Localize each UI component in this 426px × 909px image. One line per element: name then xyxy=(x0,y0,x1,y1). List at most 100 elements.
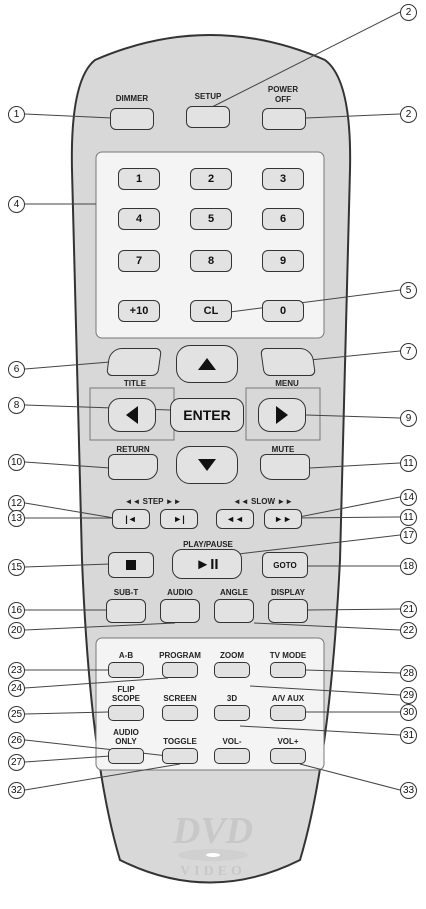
leader-line xyxy=(249,685,401,696)
left-button[interactable] xyxy=(108,398,156,432)
keypad-button-6[interactable]: 6 xyxy=(262,208,304,230)
angle-button[interactable] xyxy=(214,599,254,623)
3d-button[interactable] xyxy=(214,705,250,721)
vol-minus-button[interactable] xyxy=(214,748,250,764)
zoom-button[interactable] xyxy=(214,662,250,678)
triangle-down-icon xyxy=(198,459,216,471)
enter-button[interactable]: ENTER xyxy=(170,398,244,432)
leader-line xyxy=(305,414,401,419)
callout-2: 2 xyxy=(400,4,417,21)
callout-32: 32 xyxy=(8,782,25,799)
display-button[interactable] xyxy=(268,599,308,623)
right-button[interactable] xyxy=(258,398,306,432)
callout-7: 7 xyxy=(400,343,417,360)
callout-8: 8 xyxy=(8,397,25,414)
program-label: PROGRAM xyxy=(159,651,201,660)
leader-line xyxy=(24,622,176,631)
leader-line xyxy=(24,113,113,119)
dimmer-label: DIMMER xyxy=(115,94,149,103)
callout-15: 15 xyxy=(8,559,25,576)
power-off-button[interactable] xyxy=(262,108,306,130)
screen-button[interactable] xyxy=(162,705,198,721)
callout-10: 10 xyxy=(8,454,25,471)
callout-18: 18 xyxy=(400,558,417,575)
callout-leader-lines xyxy=(24,11,401,791)
sub-t-button[interactable] xyxy=(106,599,146,623)
flip-scope-button[interactable] xyxy=(108,705,144,721)
keypad-button-plus10[interactable]: +10 xyxy=(118,300,160,322)
callout-31: 31 xyxy=(400,727,417,744)
program-button[interactable] xyxy=(162,662,198,678)
callout-20: 20 xyxy=(8,622,25,639)
callout-28: 28 xyxy=(400,665,417,682)
power-label: POWER xyxy=(267,85,299,94)
keypad-button-2[interactable]: 2 xyxy=(190,168,232,190)
audio-only-button[interactable] xyxy=(108,748,144,764)
enter-label: ENTER xyxy=(183,407,231,423)
keypad-button-0[interactable]: 0 xyxy=(262,300,304,322)
keypad-button-CL[interactable]: CL xyxy=(190,300,232,322)
menu-button[interactable] xyxy=(260,348,316,376)
audio-only-label-1: AUDIO xyxy=(113,728,139,737)
ab-label: A-B xyxy=(118,651,134,660)
callout-1: 1 xyxy=(8,106,25,123)
leader-line xyxy=(24,502,115,519)
leader-line xyxy=(305,669,401,674)
stop-square-icon xyxy=(126,560,136,570)
next-button[interactable]: ►| xyxy=(160,509,198,529)
slow-label: ◄◄ SLOW ►► xyxy=(232,497,294,506)
leader-line xyxy=(24,361,111,370)
mute-button[interactable] xyxy=(260,454,310,480)
callout-2: 2 xyxy=(400,106,417,123)
play-pause-label: PLAY/PAUSE xyxy=(183,540,233,549)
title-button[interactable] xyxy=(106,348,162,376)
keypad-button-7[interactable]: 7 xyxy=(118,250,160,272)
display-label: DISPLAY xyxy=(271,588,305,597)
stop-button[interactable] xyxy=(108,552,154,578)
keypad-button-8[interactable]: 8 xyxy=(190,250,232,272)
angle-label: ANGLE xyxy=(220,588,248,597)
keypad-button-3[interactable]: 3 xyxy=(262,168,304,190)
callout-24: 24 xyxy=(8,680,25,697)
keypad-button-4[interactable]: 4 xyxy=(118,208,160,230)
audio-button[interactable] xyxy=(160,599,200,623)
setup-label: SETUP xyxy=(194,92,222,101)
leader-line xyxy=(24,755,111,763)
dimmer-button[interactable] xyxy=(110,108,154,130)
down-button[interactable] xyxy=(176,446,238,484)
av-aux-button[interactable] xyxy=(270,705,306,721)
3d-label: 3D xyxy=(226,694,238,703)
up-button[interactable] xyxy=(176,345,238,383)
callout-4: 4 xyxy=(8,196,25,213)
audio-only-label-2: ONLY xyxy=(115,737,137,746)
rewind-button[interactable]: ◄◄ xyxy=(216,509,254,529)
prev-button[interactable]: |◄ xyxy=(112,509,150,529)
audio-label: AUDIO xyxy=(167,588,193,597)
play-pause-button[interactable]: ►II xyxy=(172,549,242,579)
setup-button[interactable] xyxy=(186,106,230,128)
keypad-button-5[interactable]: 5 xyxy=(190,208,232,230)
tv-mode-label: TV MODE xyxy=(269,651,307,660)
fast-forward-button[interactable]: ►► xyxy=(264,509,302,529)
leader-line xyxy=(24,677,169,689)
keypad-button-9[interactable]: 9 xyxy=(262,250,304,272)
vol-plus-button[interactable] xyxy=(270,748,306,764)
leader-line xyxy=(305,113,401,119)
function-panel xyxy=(95,637,325,771)
keypad-button-1[interactable]: 1 xyxy=(118,168,160,190)
toggle-button[interactable] xyxy=(162,748,198,764)
leader-line xyxy=(309,462,401,469)
nav-frame-right xyxy=(245,387,321,441)
tv-mode-button[interactable] xyxy=(270,662,306,678)
ab-button[interactable] xyxy=(108,662,144,678)
scope-label: SCOPE xyxy=(111,694,140,703)
vol-plus-label: VOL+ xyxy=(277,737,299,746)
callout-25: 25 xyxy=(8,706,25,723)
callout-22: 22 xyxy=(400,622,417,639)
return-button[interactable] xyxy=(108,454,158,480)
goto-button[interactable]: GOTO xyxy=(262,552,308,578)
keypad-panel xyxy=(95,151,325,339)
menu-label: MENU xyxy=(275,379,299,388)
leader-line xyxy=(24,711,109,715)
